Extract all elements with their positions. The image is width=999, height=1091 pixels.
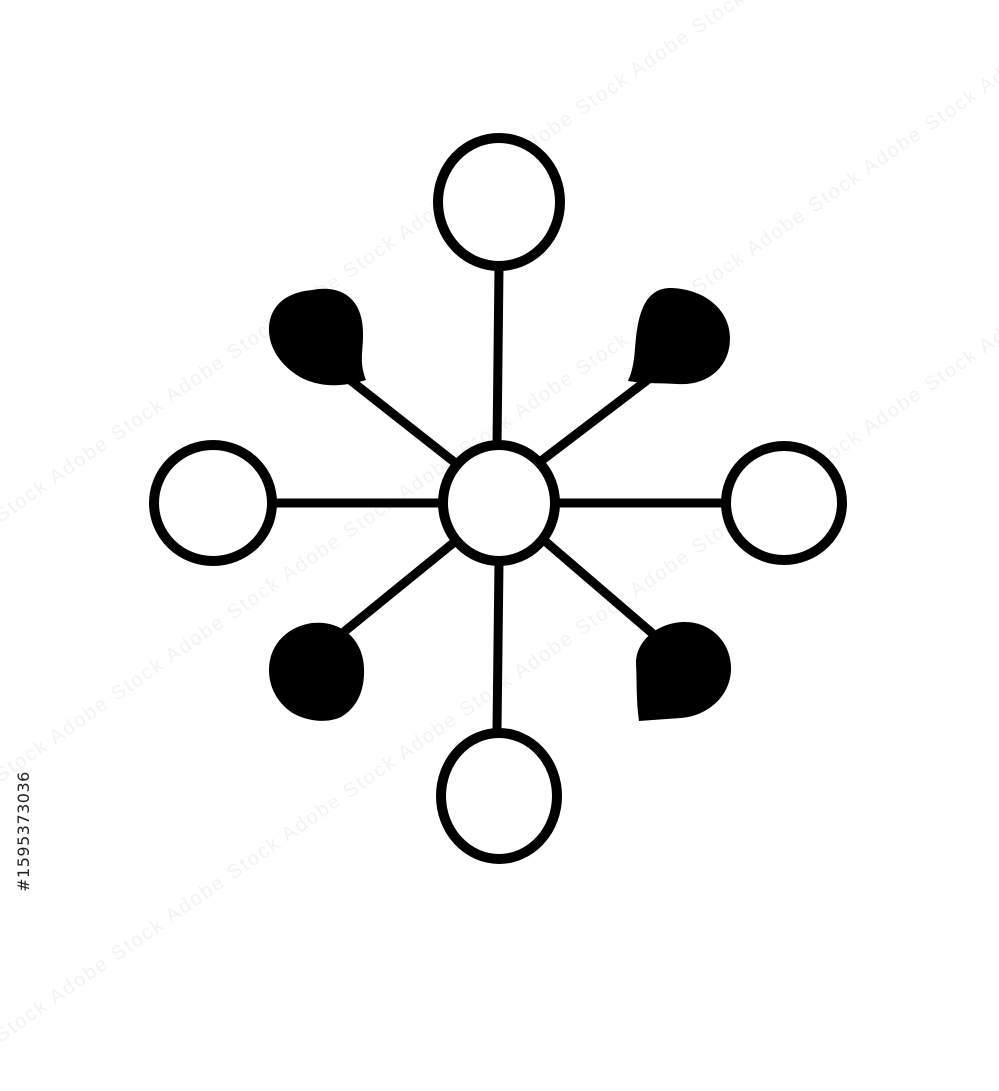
connector-top-left (340, 371, 463, 470)
top-right-node (628, 288, 730, 385)
connector-bottom (492, 557, 504, 735)
top-left-node (268, 288, 366, 386)
connector-top-right (536, 373, 655, 466)
right-node (721, 441, 847, 565)
connector-top (492, 263, 504, 450)
left-node (149, 440, 277, 566)
bottom-left-node (268, 622, 365, 721)
bottom-node (436, 728, 562, 864)
stock-id-text: #1595373036 (13, 770, 33, 892)
connector-bottom-left (340, 539, 457, 636)
network-hub-icon (149, 133, 847, 864)
bottom-right-node (636, 622, 732, 721)
stock-id-label: #1595373036 (10, 756, 36, 906)
connector-lines (270, 263, 730, 735)
solid-nodes (268, 288, 732, 721)
hollow-nodes (149, 133, 847, 864)
top-node (433, 133, 565, 271)
center-node (438, 440, 560, 566)
connector-bottom-right (541, 537, 657, 638)
